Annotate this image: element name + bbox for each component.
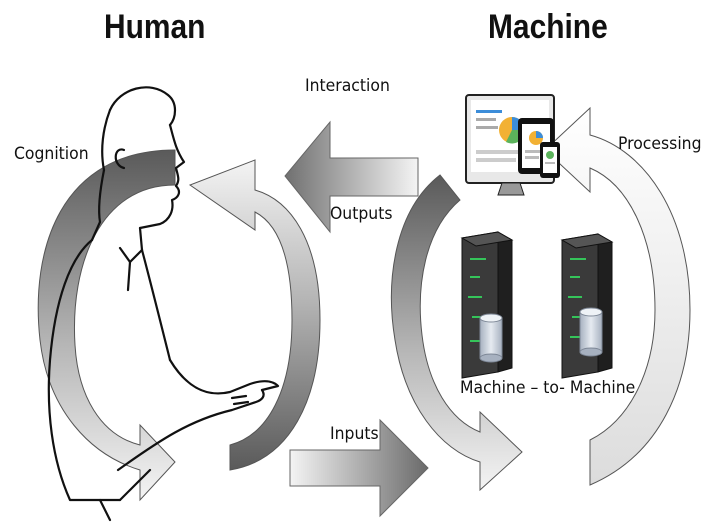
inputs-arrow: [289, 418, 429, 518]
outputs-arrow: [284, 120, 419, 234]
cognition-label: Cognition: [14, 144, 89, 164]
interaction-label: Interaction: [305, 76, 390, 96]
machine-to-machine-label: Machine – to- Machine: [460, 378, 636, 398]
machine-heading: Machine: [488, 8, 608, 46]
cognition-cycle-arrow: [37, 149, 176, 502]
human-profile-icon: [47, 86, 280, 522]
machine-left-cycle-arrow: [390, 174, 523, 492]
devices-icon: [465, 94, 560, 196]
human-heading: Human: [104, 8, 206, 46]
server-left-icon: [460, 231, 514, 379]
outputs-label: Outputs: [330, 204, 393, 224]
server-right-icon: [560, 233, 614, 379]
processing-cycle-arrow: [544, 106, 691, 486]
processing-label: Processing: [618, 134, 702, 154]
human-upward-cycle-arrow: [188, 159, 321, 471]
inputs-label: Inputs: [330, 424, 379, 444]
